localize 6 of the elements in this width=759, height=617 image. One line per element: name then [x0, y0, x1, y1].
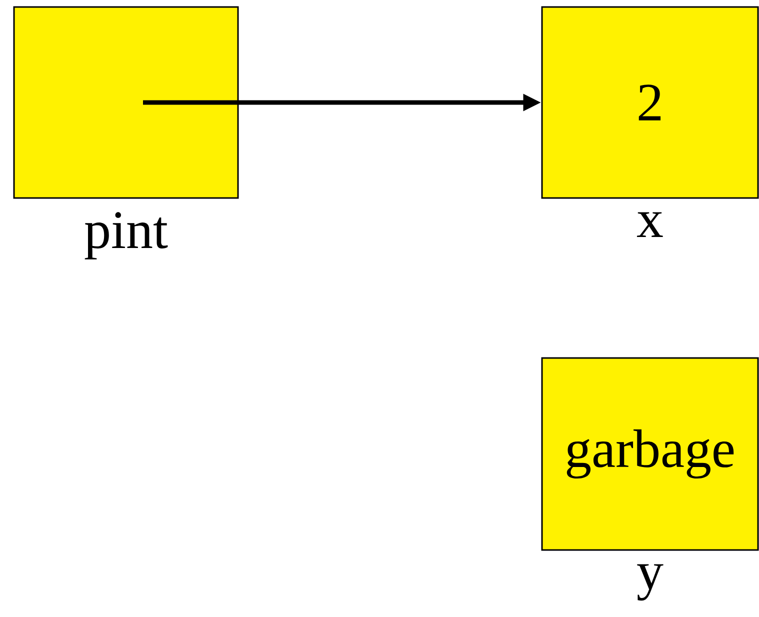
memory-box: 2	[541, 6, 759, 199]
variable-name: x	[636, 212, 663, 237]
variable-name: y	[637, 564, 664, 601]
memory-box	[13, 6, 239, 199]
variable-name: pint	[84, 212, 168, 260]
memory-box: garbage	[541, 357, 759, 551]
